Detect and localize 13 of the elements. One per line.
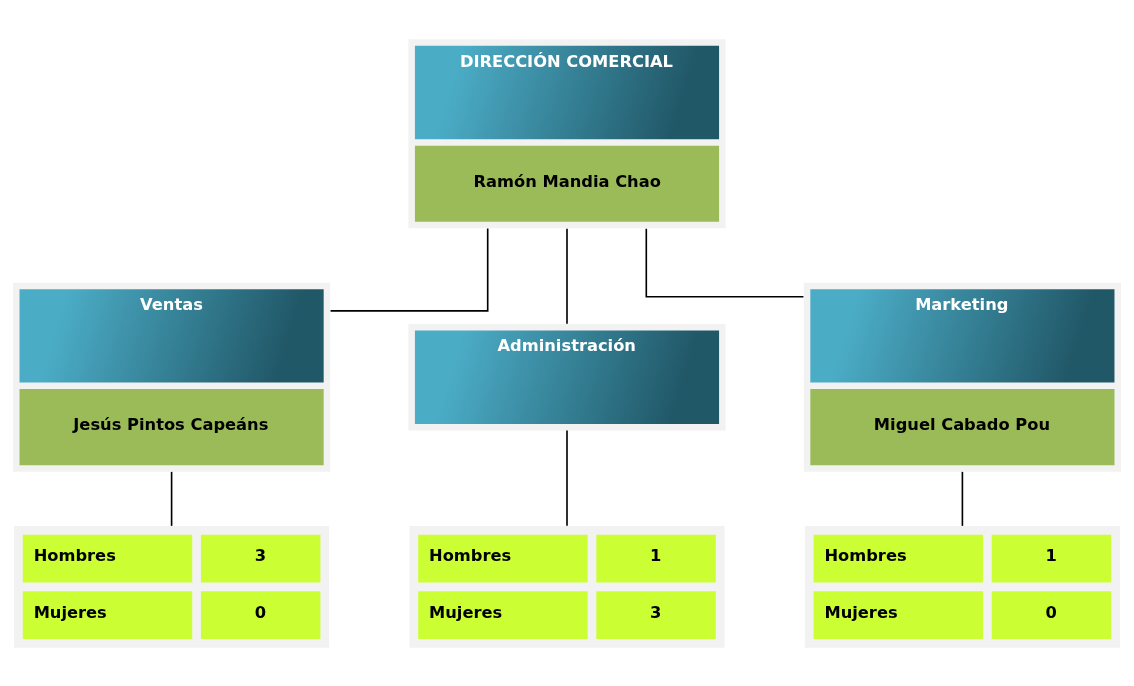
connector xyxy=(961,470,964,527)
connector xyxy=(566,227,568,325)
node-box: Administración xyxy=(408,323,726,430)
node-box: Marketing Miguel Cabado Pou xyxy=(803,282,1121,472)
node-box: Ventas Jesús Pintos Capeáns xyxy=(13,282,331,472)
node-box: DIRECCIÓN COMERCIAL Ramón Mandia Chao xyxy=(408,38,726,228)
node-box: Hombres 1 Mujeres 0 xyxy=(804,525,1120,648)
connector xyxy=(566,429,568,526)
node-box: Hombres 3 Mujeres 0 xyxy=(14,525,330,648)
connector xyxy=(170,470,173,527)
node-box: Hombres 1 Mujeres 3 xyxy=(409,525,725,648)
connector xyxy=(645,227,805,298)
connector xyxy=(329,227,489,312)
